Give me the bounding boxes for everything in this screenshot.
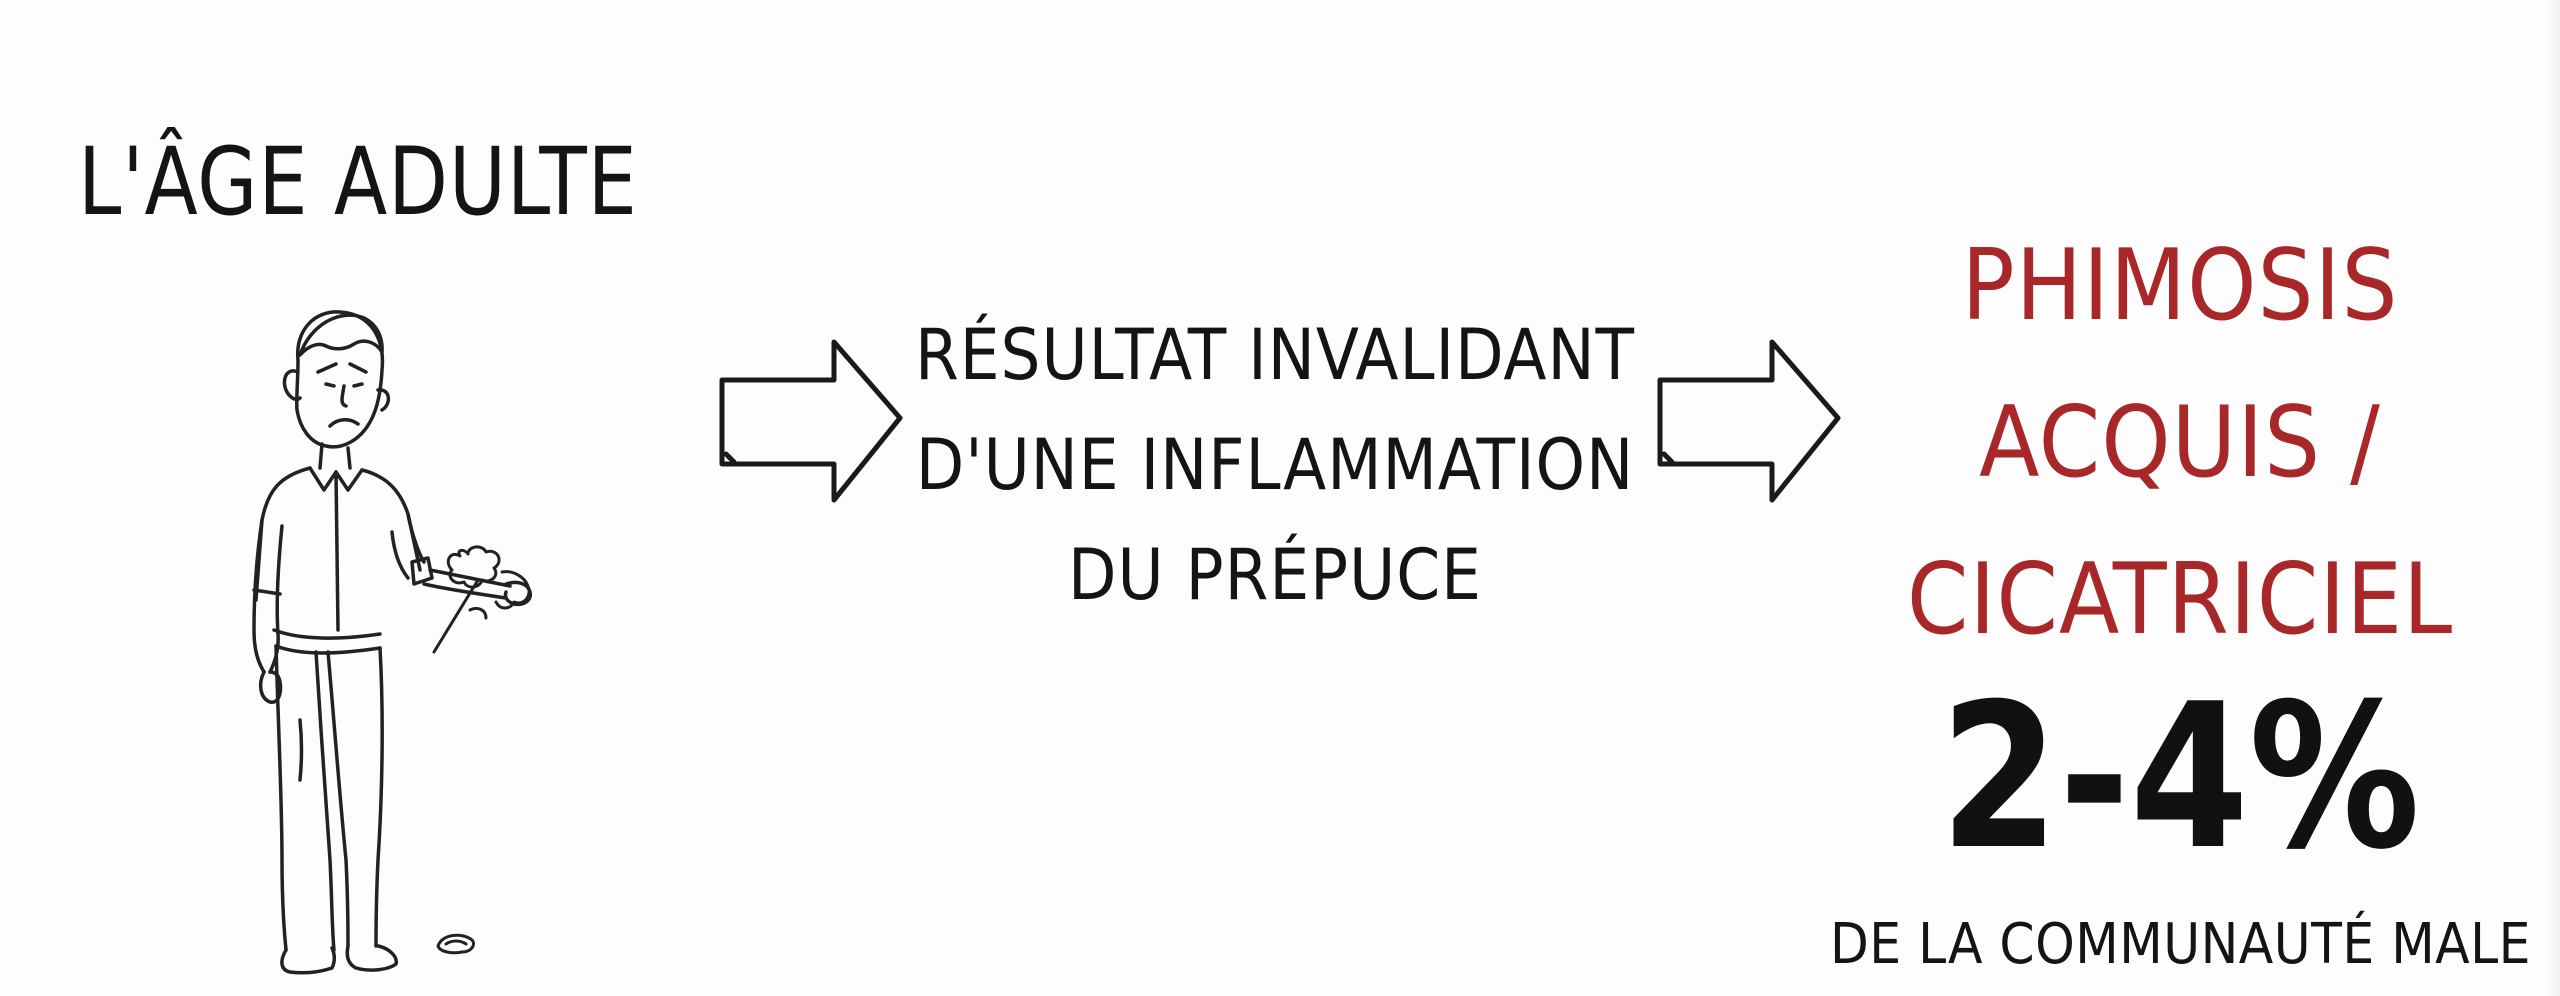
page-edge-shadow bbox=[2546, 0, 2560, 996]
right-arrow-icon bbox=[1657, 339, 1841, 503]
diagnosis-line-3: CICATRICIEL bbox=[1906, 543, 2454, 657]
statistic-caption: DE LA COMMUNAUTÉ MALE bbox=[1830, 912, 2532, 977]
cause-line-1: RÉSULTAT INVALIDANT bbox=[915, 314, 1635, 396]
right-arrow-icon bbox=[719, 339, 903, 503]
diagnosis-line-1: PHIMOSIS bbox=[1961, 229, 2399, 343]
cause-line-3: DU PRÉPUCE bbox=[1068, 534, 1482, 616]
diagnosis-text: PHIMOSIS ACQUIS / CICATRICIEL bbox=[1860, 208, 2500, 679]
diagnosis-line-2: ACQUIS / bbox=[1979, 386, 2381, 500]
slide-heading: L'ÂGE ADULTE bbox=[78, 128, 638, 237]
wilted-flower-icon bbox=[432, 545, 531, 654]
cause-text: RÉSULTAT INVALIDANT D'UNE INFLAMMATION D… bbox=[880, 300, 1670, 630]
fallen-petal-icon bbox=[436, 933, 476, 955]
prevalence-statistic: 2-4% bbox=[1939, 661, 2421, 894]
sad-man-illustration bbox=[252, 310, 533, 975]
cause-line-2: D'UNE INFLAMMATION bbox=[915, 424, 1635, 506]
